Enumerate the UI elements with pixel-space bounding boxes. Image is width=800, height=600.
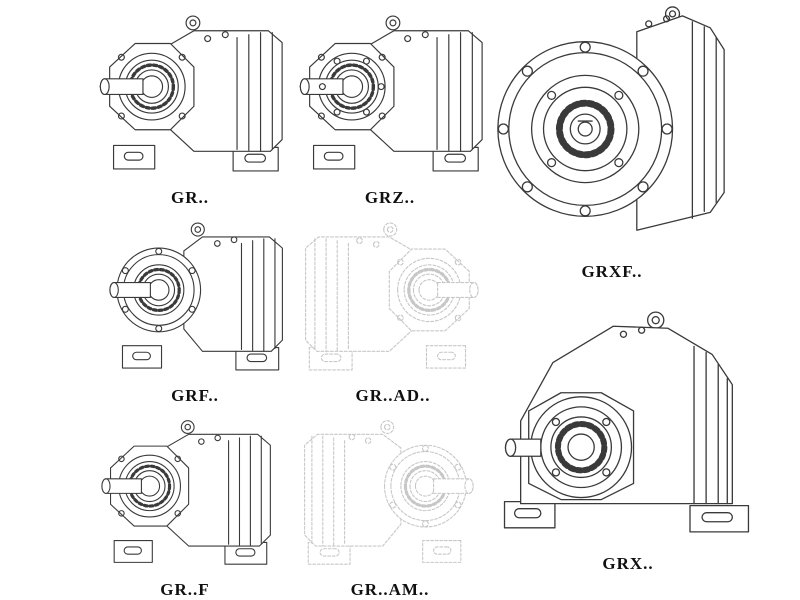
bolt-ring-detail xyxy=(318,57,385,116)
gearbox-label-grf: GRF.. xyxy=(171,386,219,405)
flange-mounted-gearbox-drawing xyxy=(100,210,290,382)
gearbox-label-grz: GRZ.. xyxy=(364,188,416,207)
gearbox-figure-gr-ad: GR..AD.. xyxy=(288,210,498,408)
gearbox-label-gr-f: GR..F xyxy=(160,580,210,599)
foot-mounted-gearbox-drawing xyxy=(92,2,288,184)
foot-mounted-large-gearbox-drawing xyxy=(493,298,763,550)
gearbox-figure-gr-f: GR..F xyxy=(90,408,280,599)
gearbox-label-gr-am: GR..AM.. xyxy=(350,580,430,599)
gearbox-label-gr: GR.. xyxy=(171,188,209,207)
gearbox-figure-gr: GR.. xyxy=(90,2,290,208)
gearbox-with-motor-flange-drawing xyxy=(298,408,482,576)
foot-mounted-gearbox-drawing xyxy=(292,2,488,184)
gearbox-with-shaft-adapter-drawing xyxy=(298,210,488,382)
gearbox-label-grxf: GRXF.. xyxy=(581,262,643,281)
gearbox-figure-gr-am: GR..AM.. xyxy=(285,408,495,599)
gearbox-figure-grz: GRZ.. xyxy=(292,2,488,208)
gearbox-label-gr-ad: GR..AD.. xyxy=(355,386,431,405)
foot-mounted-gearbox-drawing xyxy=(93,408,277,576)
gearbox-label-grx: GRX.. xyxy=(602,554,654,573)
gearbox-figure-grf: GRF.. xyxy=(95,210,295,408)
gearbox-figure-grxf: GRXF.. xyxy=(487,0,737,300)
gearbox-figure-grx: GRX.. xyxy=(492,298,764,594)
flange-mounted-gearbox-front-drawing xyxy=(487,0,737,258)
